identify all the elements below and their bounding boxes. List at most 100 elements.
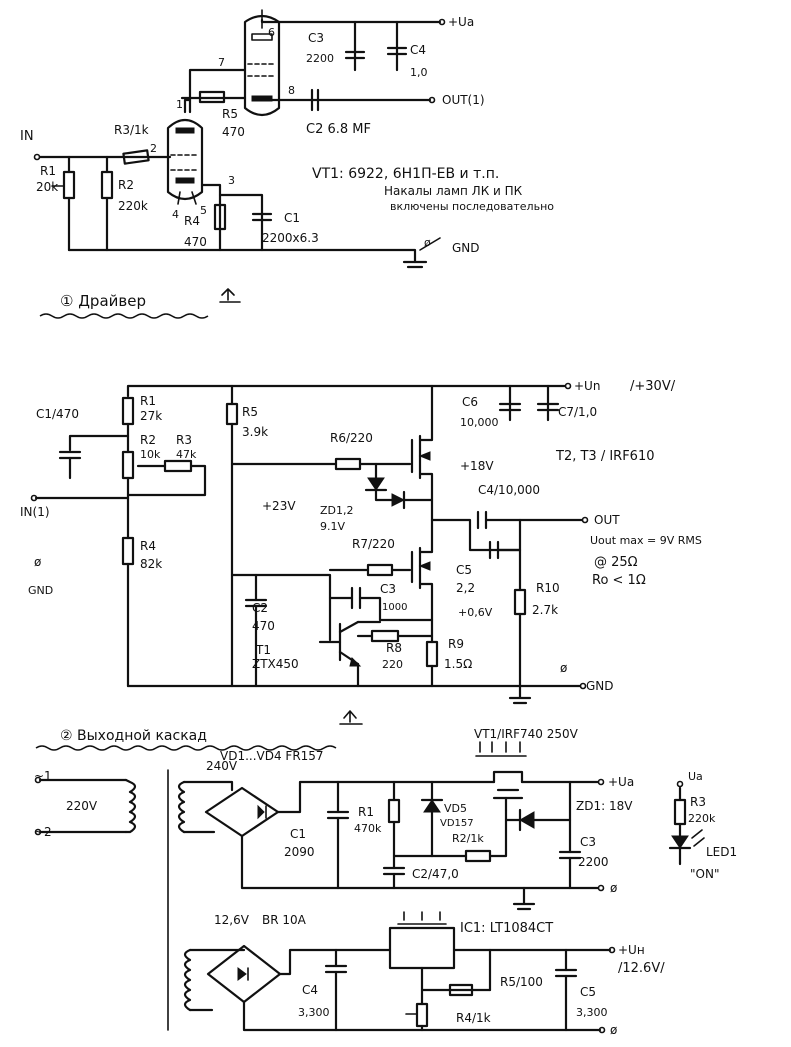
psu-ic-label: IC1: LT1084CT <box>460 921 553 936</box>
psu-on-label: "ON" <box>690 867 719 881</box>
out-c1-label: C1/470 <box>36 407 79 421</box>
driver-r5-label: R5 <box>222 107 238 121</box>
psu-c4-label: C4 <box>302 983 318 997</box>
out-gnd-label: GND <box>28 584 53 597</box>
psu-line1-label: ~1 <box>34 769 52 783</box>
out-c6-label: C6 <box>462 395 478 409</box>
pin-3: 3 <box>228 174 235 187</box>
psu-r1-label: R1 <box>358 805 374 819</box>
pin-6: 6 <box>268 26 275 39</box>
out-spec-line1: Uout max = 9V RMS <box>590 534 702 547</box>
driver-labels: IN R1 20k R2 220k R3/1k R4 470 R5 470 C1… <box>20 15 554 319</box>
psu-uh-label: +Uн <box>618 943 645 957</box>
driver-c1-label: C1 <box>284 211 300 225</box>
out-phi-label: ø <box>34 555 41 569</box>
driver-c2-label: C2 6.8 MF <box>306 122 371 137</box>
psu-240v-label: 240V <box>206 759 238 773</box>
out-30v-label: /+30V/ <box>630 379 676 394</box>
out-r8-label: R8 <box>386 641 402 655</box>
psu-zd-label: ZD1: 18V <box>576 799 633 813</box>
out-r9-label: R9 <box>448 637 464 651</box>
out-r9-value: 1.5Ω <box>444 657 472 671</box>
out-r1-label: R1 <box>140 394 156 408</box>
psu-r5-label: R5/100 <box>500 975 543 989</box>
driver-ua-label: +Ua <box>448 15 474 29</box>
psu-c2-label: C2/47,0 <box>412 867 459 881</box>
out-r4-value: 82k <box>140 557 162 571</box>
out-t1-label: T1 <box>255 643 271 657</box>
driver-c4-value: 1,0 <box>410 66 428 79</box>
driver-r2-value: 220k <box>118 199 148 213</box>
driver-r4-value: 470 <box>184 235 207 249</box>
out-t23-label: T2, T3 / IRF610 <box>555 449 655 464</box>
out-c5-label: C5 <box>456 563 472 577</box>
psu-c1-label: C1 <box>290 827 306 841</box>
driver-r3-label: R3/1k <box>114 123 149 137</box>
output-section <box>30 382 589 705</box>
driver-r1-value: 20k <box>36 180 58 194</box>
out-c5-value: 2,2 <box>456 581 475 595</box>
out-spec-line2: @ 25Ω <box>594 555 638 570</box>
tube-lower <box>166 118 204 205</box>
mosfet-vt1 <box>475 741 527 812</box>
out-c6-value: 10,000 <box>460 416 499 429</box>
driver-note-line2: Накалы ламп ЛК и ПК <box>384 184 523 198</box>
pin-7: 7 <box>218 56 225 69</box>
pin-4: 4 <box>172 208 179 221</box>
out-r5-value: 3.9k <box>242 425 268 439</box>
out-c4-label: C4/10,000 <box>478 483 540 497</box>
psu-ua2-label: Ua <box>688 770 703 783</box>
driver-r1-label: R1 <box>40 164 56 178</box>
driver-c3-value: 2200 <box>306 52 334 65</box>
out-23v-label: +23V <box>262 499 296 513</box>
driver-section <box>33 9 446 269</box>
psu-ua-label: +Ua <box>608 775 634 789</box>
psu-led-label: LED1 <box>706 845 737 859</box>
psu-r4-label: R4/1k <box>456 1011 491 1025</box>
mosfet-t2 <box>410 384 434 522</box>
psu-vd-label: VD1...VD4 FR157 <box>220 749 324 763</box>
out-c3-label: C3 <box>380 582 396 596</box>
out-r2-value: 10k <box>140 448 161 461</box>
out-r3-value: 47k <box>176 448 197 461</box>
psu-220v-label: 220V <box>66 799 98 813</box>
psu-phi-upper: ø <box>610 881 617 895</box>
out-c3-value: 1000 <box>382 602 407 613</box>
psu-line2-label: ~2 <box>34 825 52 839</box>
psu-r2-label: R2/1k <box>452 832 484 845</box>
psu-c3-label: C3 <box>580 835 596 849</box>
out-zd-value: 9.1V <box>320 520 345 533</box>
out-06v-label: +0,6V <box>458 606 493 619</box>
out-spec-line3: Ro < 1Ω <box>592 573 646 588</box>
pin-1: 1 <box>176 98 183 111</box>
out-r2-label: R2 <box>140 433 156 447</box>
psu-c3-value: 2200 <box>578 855 609 869</box>
bridge-rectifier-upper <box>204 786 280 838</box>
out-phi-right: ø <box>560 661 567 675</box>
driver-section-title: ① Драйвер <box>60 292 146 310</box>
driver-gnd-label: GND <box>452 241 480 255</box>
out-c2-value: 470 <box>252 619 275 633</box>
out-r4-label: R4 <box>140 539 156 553</box>
out-r1-value: 27k <box>140 409 162 423</box>
out-r7-label: R7/220 <box>352 537 395 551</box>
driver-note-line3: включены последовательно <box>390 200 554 213</box>
out-in-label: IN(1) <box>20 505 50 519</box>
out-r8-value: 220 <box>382 658 403 671</box>
psu-c5-value: 3,300 <box>576 1006 608 1019</box>
psu-vd5-label: VD5 <box>444 802 467 815</box>
regulator-ic1 <box>388 911 456 970</box>
output-labels: C1/470 R1 27k R2 10k R3 47k R4 82k R5 3.… <box>20 379 702 751</box>
psu-r1-value: 470k <box>354 822 382 835</box>
psu-r3-label: R3 <box>690 795 706 809</box>
out-gnd-right: GND <box>586 679 614 693</box>
pin-5: 5 <box>200 204 207 217</box>
psu-c4-value: 3,300 <box>298 1006 330 1019</box>
tube-upper <box>243 9 281 117</box>
pin-8: 8 <box>288 84 295 97</box>
psu-r3-value: 220k <box>688 812 716 825</box>
driver-out-label: OUT(1) <box>442 93 485 107</box>
psu-section <box>34 741 705 1034</box>
out-out-label: OUT <box>594 513 620 527</box>
